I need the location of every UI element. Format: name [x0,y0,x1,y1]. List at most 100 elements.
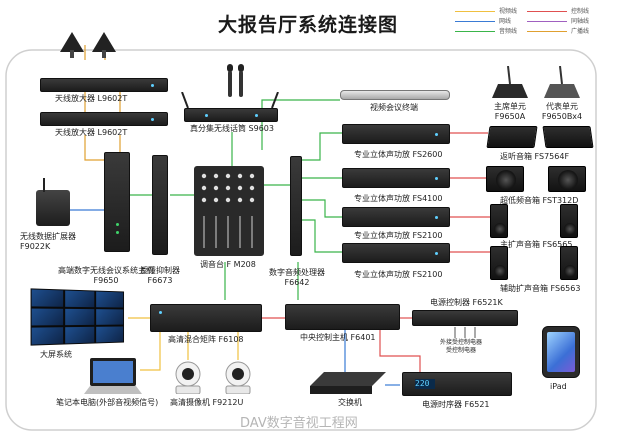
node-label: 返听音箱 FS7564F [500,152,570,161]
monitor-speaker-right [542,126,594,148]
node-label: 大屏系统 [40,350,72,359]
legend-swatch [527,21,567,22]
subwoofer-right [548,166,586,192]
chair-unit-icon [492,66,528,98]
main-speaker-right [560,204,578,238]
amp-2-device [342,168,450,188]
node-label: 高端数字无线会议系统主机 F9650 [58,266,154,285]
aux-speaker-left [490,246,508,280]
screen-tile [30,326,65,346]
node-label: 天线放大器 L9602T [55,94,128,103]
node-label: 专业立体声功放 FS4100 [354,194,443,203]
camera-1-icon [175,361,201,394]
speaker-cone [564,223,576,235]
node-label: 调音台 F M208 [200,260,256,269]
legend-swatch [455,11,495,12]
amp-4-device [342,243,450,263]
screen-tile [30,288,65,308]
status-led [435,133,438,136]
legend-swatch [527,11,567,12]
status-led [255,114,258,117]
legend-item: 视频线 [455,8,517,16]
camera-2-icon [225,361,251,394]
legend-item: 控制线 [527,8,589,16]
node-label: 主扩声音箱 FS6565 [500,240,573,249]
node-label: 笔记本电脑(外部音视频信号) [56,398,159,407]
node-label: 交换机 [338,398,362,407]
power-controller-device [412,310,518,326]
wireless-receiver-device [184,108,278,122]
node-label: iPad [550,382,567,391]
antenna-amp-2-device [40,112,168,126]
screen-tile [64,325,96,345]
watermark: DAV数字音视工程网 [240,416,358,431]
delegate-unit-icon [544,66,580,98]
amp-1-device [342,124,450,144]
legend-item: 音频线 [455,28,517,36]
speaker-cone [558,170,578,190]
node-label: 天线放大器 L9602T [55,128,128,137]
status-led [151,84,154,87]
legend-swatch [455,31,495,32]
wireless-mic-icon [227,64,244,97]
subwoofer-left [486,166,524,192]
matrix-device [150,304,262,332]
status-led [205,114,208,117]
node-label: 专业立体声功放 FS2100 [354,231,443,240]
node-label: 代表单元 F9650Bx4 [541,102,583,121]
node-label: 专业立体声功放 FS2100 [354,270,443,279]
node-label: 外接受控制电器 [440,339,483,346]
screen-tile [64,289,96,309]
legend-label: 同轴线 [571,18,590,25]
node-label: 视频会议终端 [370,103,418,112]
legend-label: 视频线 [499,8,518,15]
status-led [435,216,438,219]
switch-icon [310,372,386,394]
video-wall-device [30,288,125,346]
screen-tile [95,325,125,344]
screen-tile [30,307,65,327]
speaker-cone [564,265,576,277]
node-label: 受控制电器 [446,347,477,354]
node-label: 真分集无线话筒 S9603 [190,124,274,133]
diagram-title: 大报告厅系统连接图 [218,14,399,36]
status-led [116,223,119,226]
legend-label: 广播线 [571,28,590,35]
digital-display: 220 [415,379,435,389]
status-led [116,231,119,234]
node-label: 超低频音箱 FST312D [500,196,579,205]
antenna-amp-1-device [40,78,168,92]
main-speaker-left [490,204,508,238]
speaker-cone [496,170,516,190]
legend-item: 广播线 [527,28,589,36]
node-label: 反馈抑制器 F6673 [140,266,180,285]
node-label: 高清摄像机 F9212U [170,398,244,407]
legend-item: 网线 [455,18,511,26]
video-terminal-device [340,90,450,100]
edge-dsp-to-amp3 [302,199,342,218]
node-label: 主席单元 F9650A [494,102,526,121]
dsp-device [290,156,302,256]
node-label: 专业立体声功放 FS2600 [354,150,443,159]
edge-dsp-to-amp1 [302,132,342,161]
screen-tile [95,290,125,309]
receiver-antenna-icon [181,92,279,108]
screen-tile [64,307,96,327]
legend-label: 控制线 [571,8,590,15]
laptop-icon [84,358,142,394]
legend-label: 网线 [499,18,512,25]
ipad-device [542,326,580,378]
node-label: 电源控制器 F6521K [430,298,503,307]
legend-label: 音频线 [499,28,518,35]
power-sequencer-device: 220 [402,372,512,396]
legend-item: 同轴线 [527,18,589,26]
antenna-icon [43,178,45,192]
edge-dsp-to-amp4 [302,219,342,253]
amp-3-device [342,207,450,227]
mixer-device-icon [194,166,264,256]
screen-tile [95,308,125,326]
node-label: 高清混合矩阵 F6108 [168,335,244,344]
edge-antenna-to-host [84,135,108,161]
